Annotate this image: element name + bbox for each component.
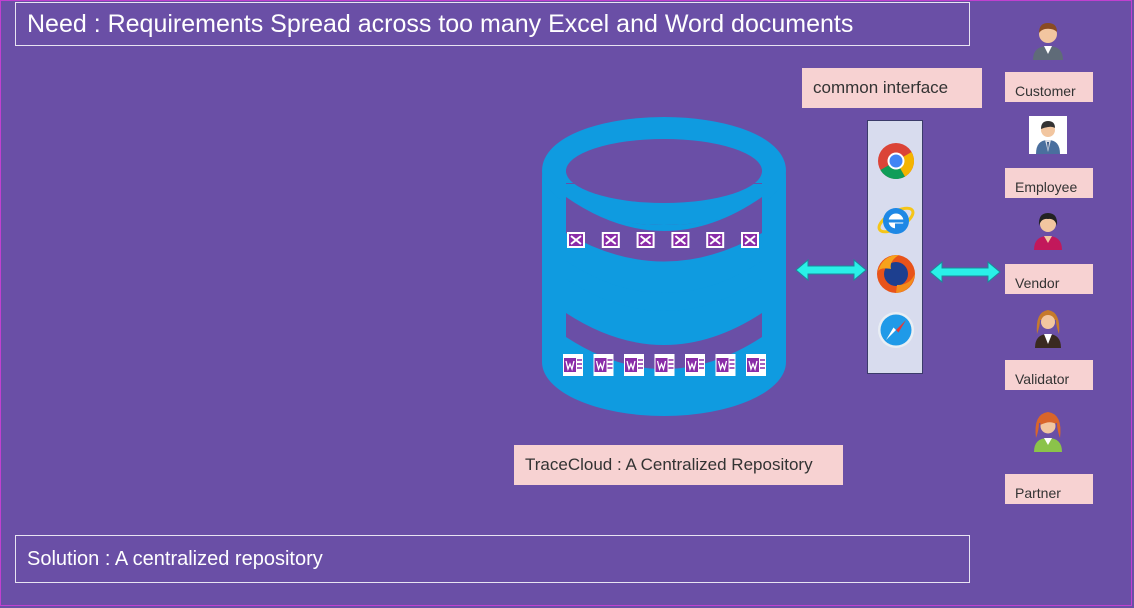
double-arrow-icon bbox=[795, 258, 867, 282]
validator-avatar-icon bbox=[1035, 310, 1061, 348]
word-file-icon bbox=[563, 354, 583, 376]
excel-files-row bbox=[567, 232, 759, 248]
excel-file-icon bbox=[567, 232, 585, 248]
role-validator-text: Validator bbox=[1015, 371, 1070, 387]
customer-avatar-icon bbox=[1033, 23, 1063, 60]
internet-explorer-icon[interactable] bbox=[877, 201, 915, 239]
excel-file-icon bbox=[601, 232, 620, 248]
browser-panel bbox=[867, 120, 923, 374]
excel-file-icon bbox=[671, 232, 690, 248]
partner-avatar-icon bbox=[1034, 412, 1062, 452]
word-file-icon bbox=[593, 354, 614, 376]
role-customer-text: Customer bbox=[1015, 83, 1076, 99]
role-label-vendor: Vendor bbox=[1005, 264, 1093, 294]
solution-text: Solution : A centralized repository bbox=[27, 547, 323, 570]
double-arrow-icon bbox=[929, 260, 1001, 284]
word-files-row bbox=[563, 354, 766, 376]
role-label-employee: Employee bbox=[1005, 168, 1093, 198]
role-label-partner: Partner bbox=[1005, 474, 1093, 504]
common-interface-label: common interface bbox=[802, 68, 982, 108]
firefox-icon[interactable] bbox=[875, 251, 917, 295]
word-file-icon bbox=[624, 354, 644, 376]
word-file-icon bbox=[746, 354, 766, 376]
word-file-icon bbox=[654, 354, 675, 376]
employee-avatar-icon bbox=[1036, 121, 1060, 154]
solution-banner: Solution : A centralized repository bbox=[15, 535, 970, 583]
need-text: Need : Requirements Spread across too ma… bbox=[27, 9, 854, 38]
role-vendor-text: Vendor bbox=[1015, 275, 1060, 291]
role-partner-text: Partner bbox=[1015, 485, 1061, 501]
word-file-icon bbox=[715, 354, 736, 376]
safari-icon[interactable] bbox=[877, 311, 915, 349]
chrome-icon[interactable] bbox=[877, 142, 915, 180]
role-employee-text: Employee bbox=[1015, 179, 1078, 195]
vendor-avatar-icon bbox=[1034, 213, 1062, 250]
employee-avatar-frame bbox=[1029, 116, 1067, 154]
excel-file-icon bbox=[706, 232, 725, 248]
role-label-customer: Customer bbox=[1005, 72, 1093, 102]
repository-text: TraceCloud : A Centralized Repository bbox=[525, 455, 813, 474]
repository-label: TraceCloud : A Centralized Repository bbox=[514, 445, 843, 485]
excel-file-icon bbox=[636, 232, 655, 248]
common-interface-text: common interface bbox=[813, 78, 949, 97]
excel-file-icon bbox=[741, 232, 759, 248]
database-icon bbox=[542, 117, 786, 416]
word-file-icon bbox=[685, 354, 705, 376]
need-banner: Need : Requirements Spread across too ma… bbox=[15, 2, 970, 46]
role-label-validator: Validator bbox=[1005, 360, 1093, 390]
